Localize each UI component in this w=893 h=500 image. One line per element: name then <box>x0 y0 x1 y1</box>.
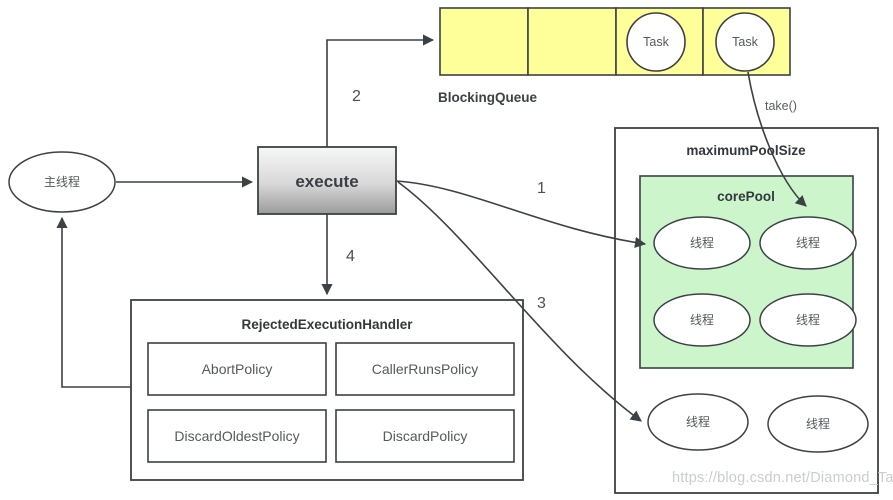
queue-cell-1[interactable] <box>527 7 617 76</box>
policy-abort-box[interactable] <box>147 342 327 396</box>
maximum-pool-size-label: maximumPoolSize <box>686 143 806 158</box>
core-thread-2-label: 线程 <box>690 312 714 327</box>
core-thread-3-label: 线程 <box>796 312 820 327</box>
watermark: https://blog.csdn.net/Diamond_Tao <box>672 470 893 486</box>
blocking-queue-caption: BlockingQueue <box>438 90 538 105</box>
edge-take-task-to-thread <box>747 71 807 207</box>
main-thread-ellipse[interactable] <box>8 151 116 213</box>
main-thread-label: 主线程 <box>44 174 80 189</box>
task-label-0: Task <box>643 35 669 49</box>
connectors <box>56 34 807 422</box>
extra-thread-0-label: 线程 <box>686 414 710 429</box>
task-circle-1[interactable] <box>715 12 775 72</box>
task-circle-0[interactable] <box>626 12 686 72</box>
blocking-queue: Task Task <box>439 7 791 76</box>
step-4-label: 4 <box>346 248 355 265</box>
maximum-pool-size-box <box>614 127 879 494</box>
policy-discard-box[interactable] <box>335 409 515 463</box>
policy-caller-runs-box[interactable] <box>335 342 515 396</box>
policy-discard-oldest-label: DiscardOldestPolicy <box>174 428 299 444</box>
edge-rejected-handler-to-main-thread <box>56 216 131 388</box>
core-thread-0-ellipse[interactable] <box>653 216 751 270</box>
task-label-1: Task <box>732 35 758 49</box>
edge-execute-to-queue <box>326 34 435 147</box>
policy-abort-label: AbortPolicy <box>202 361 273 377</box>
core-thread-2-ellipse[interactable] <box>653 293 751 347</box>
extra-thread-1-label: 线程 <box>806 416 830 431</box>
core-thread-3-ellipse[interactable] <box>759 293 857 347</box>
core-thread-1-label: 线程 <box>796 235 820 250</box>
step-2-label: 2 <box>352 88 361 105</box>
rejected-execution-handler-title: RejectedExecutionHandler <box>241 317 413 332</box>
take-label: take() <box>765 99 797 113</box>
extra-thread-0-ellipse[interactable] <box>647 393 749 451</box>
extra-thread-1-ellipse[interactable] <box>767 395 869 453</box>
policy-discard-label: DiscardPolicy <box>383 428 468 444</box>
step-1-label: 1 <box>537 180 546 197</box>
step-3-label: 3 <box>537 295 546 312</box>
edge-execute-to-core-thread <box>395 180 647 249</box>
queue-cell-0[interactable] <box>439 7 529 76</box>
core-thread-1-ellipse[interactable] <box>759 216 857 270</box>
maximum-pool-size-group: maximumPoolSize corePool 线程 线程 线程 线程 线程 … <box>614 127 879 494</box>
execute-label: execute <box>295 172 358 191</box>
core-pool-label: corePool <box>717 189 775 204</box>
core-thread-0-label: 线程 <box>690 235 714 250</box>
edge-execute-to-extra-thread <box>397 181 642 422</box>
rejected-execution-handler-group: RejectedExecutionHandler AbortPolicy Cal… <box>130 299 524 481</box>
main-thread-node[interactable]: 主线程 <box>8 151 116 213</box>
execute-node[interactable]: execute <box>257 146 397 215</box>
policy-discard-oldest-box[interactable] <box>147 409 327 463</box>
policy-caller-runs-label: CallerRunsPolicy <box>372 361 479 377</box>
